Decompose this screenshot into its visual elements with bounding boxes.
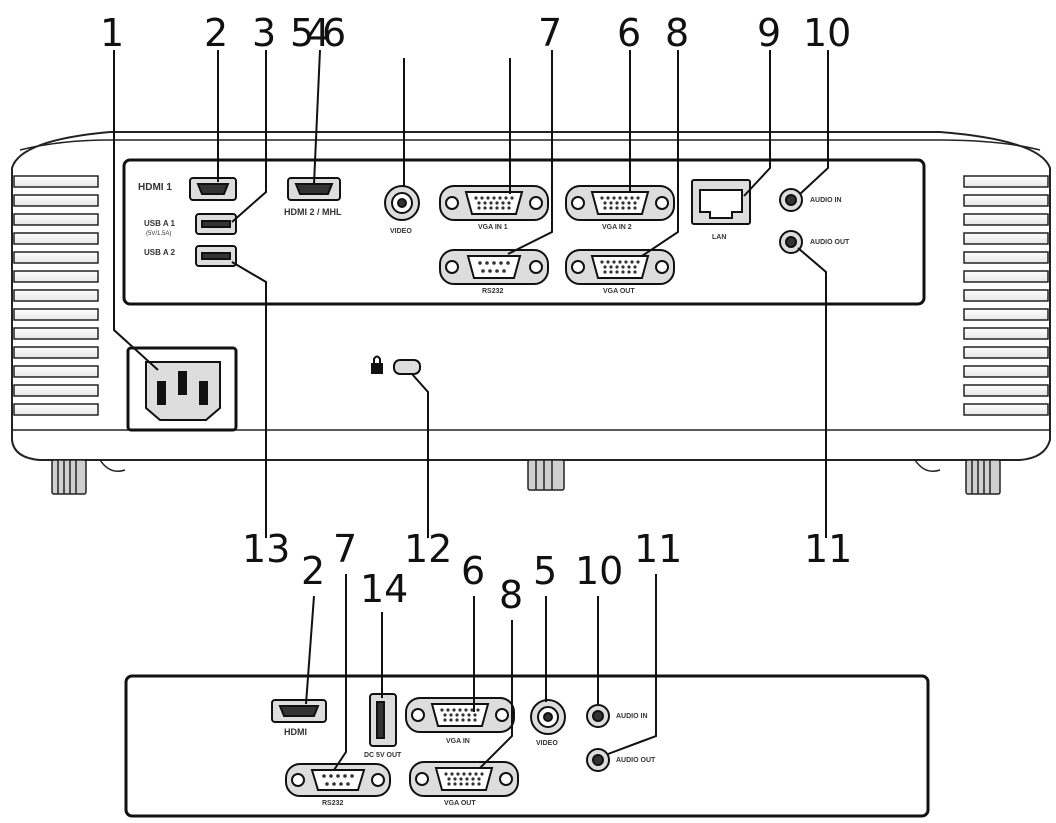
rs232-port: [439, 249, 549, 285]
bottom-audio-out-label: AUDIO OUT: [616, 757, 656, 764]
bottom-dc-5v-usb-port: [369, 693, 397, 747]
lan-port: [691, 179, 751, 225]
vga-out-label: VGA OUT: [603, 288, 635, 295]
ac-power-inlet: [126, 346, 238, 432]
callout-number: 8: [665, 11, 690, 55]
bottom-video-rca-port: [530, 699, 566, 735]
callout-number: 7: [333, 527, 358, 571]
bottom-hdmi-port: [271, 699, 327, 723]
bottom-audio-in-port: [586, 704, 610, 728]
usb-a2-port: [195, 245, 237, 267]
callout-number: 11: [634, 527, 683, 571]
bottom-dc-5v-out-label: DC 5V OUT: [364, 752, 402, 759]
vga-out-port: [565, 249, 675, 285]
adjustable-feet: [51, 459, 1001, 495]
usb-a1-label: USB A 1: [144, 219, 175, 228]
vga-in-1-label: VGA IN 1: [478, 224, 508, 231]
bottom-hdmi-label: HDMI: [284, 727, 307, 737]
hdmi-2-mhl-port: [287, 177, 341, 201]
bottom-audio-out-port: [586, 748, 610, 772]
video-rca-port: [384, 185, 420, 221]
bottom-vga-out-label: VGA OUT: [444, 800, 476, 807]
callout-number: 12: [404, 527, 453, 571]
callout-number: 9: [757, 11, 782, 55]
callout-number: 4: [306, 11, 331, 55]
bottom-audio-in-label: AUDIO IN: [616, 713, 648, 720]
vga-in-1-port: [439, 185, 549, 221]
audio-out-port: [779, 230, 803, 254]
callout-number: 10: [803, 11, 852, 55]
callout-number: 13: [242, 527, 291, 571]
callout-number: 8: [499, 573, 524, 617]
video-label: VIDEO: [390, 228, 412, 235]
usb-a1-sub-label: (5V/1.5A): [146, 231, 172, 237]
bottom-vga-out-port: [409, 761, 519, 797]
vga-in-2-label: VGA IN 2: [602, 224, 632, 231]
callout-number: 11: [804, 527, 853, 571]
left-vent-grille: [13, 175, 99, 416]
right-vent-grille: [963, 175, 1049, 416]
hdmi-1-label: HDMI 1: [138, 182, 172, 193]
audio-in-label: AUDIO IN: [810, 197, 842, 204]
callout-number: 2: [204, 11, 229, 55]
audio-in-port: [779, 188, 803, 212]
audio-out-label: AUDIO OUT: [810, 239, 850, 246]
callout-number: 1: [100, 11, 125, 55]
lan-label: LAN: [712, 234, 727, 241]
callout-number: 5: [533, 549, 558, 593]
hdmi-1-port: [189, 177, 237, 201]
usb-a2-label: USB A 2: [144, 248, 175, 257]
bottom-video-label: VIDEO: [536, 740, 558, 747]
bottom-io-panel: [124, 674, 930, 818]
usb-a1-port: [195, 213, 237, 235]
kensington-lock-slot: [371, 355, 421, 375]
bottom-leader-lines: [305, 574, 657, 771]
callout-number: 14: [360, 567, 409, 611]
hdmi-2-mhl-label: HDMI 2 / MHL: [284, 207, 342, 217]
bottom-vga-in-port: [405, 697, 515, 733]
callout-number: 10: [575, 549, 624, 593]
callout-number: 6: [322, 11, 347, 55]
bottom-vga-in-label: VGA IN: [446, 738, 470, 745]
bottom-rs232-label: RS232: [322, 800, 344, 807]
callout-number: 2: [301, 549, 326, 593]
bottom-rs232-port: [285, 763, 391, 797]
callout-number: 3: [252, 11, 277, 55]
callout-number: 5: [290, 11, 315, 55]
callout-number: 7: [538, 11, 563, 55]
top-leader-lines: [113, 49, 829, 538]
vga-in-2-port: [565, 185, 675, 221]
rs232-label: RS232: [482, 288, 504, 295]
callout-number: 6: [461, 549, 486, 593]
callout-number: 6: [617, 11, 642, 55]
